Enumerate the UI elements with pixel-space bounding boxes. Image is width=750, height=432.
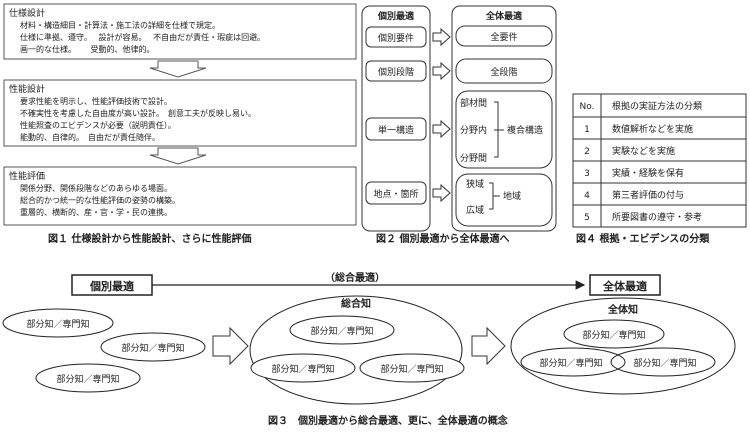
- left-item-label: 個別要件: [378, 32, 414, 44]
- area-label: 地域: [503, 190, 521, 202]
- left-item-label: 地点・箇所: [373, 188, 418, 200]
- struct-bracket: [494, 101, 504, 158]
- area-item-label: 狭域: [466, 178, 484, 190]
- right-item-box: [455, 25, 553, 47]
- figure-3-caption: 図３ 個別最適から総合最適、更に、全体最適の概念: [268, 414, 508, 427]
- struct-item-label: 分野間: [460, 153, 487, 164]
- total-knowledge-ellipse: [510, 297, 736, 395]
- total-knowledge-title: 全体知: [607, 303, 638, 316]
- perf-design-line-3: 性能照査のエビデンスが必要（説明責任）。: [20, 120, 176, 130]
- table-cell-method: 第三者評価の付与: [612, 189, 684, 201]
- left-item-label: 単一構造: [378, 124, 414, 136]
- partial-knowledge-ellipse: [289, 315, 395, 345]
- middle-label-bg: [322, 272, 388, 284]
- total-opt-label-box: [589, 274, 661, 296]
- perf-design-line-1: 要求性能を明示し、性能評価技術で設計。: [20, 96, 172, 106]
- partial-knowledge-label: 部分知／専門知: [380, 363, 443, 375]
- perf-eval-line-1: 関係分野、関係段階などのあらゆる場面。: [20, 183, 172, 193]
- table-cell-no: 1: [584, 125, 590, 135]
- integrated-knowledge-ellipse: [249, 295, 463, 405]
- area-bracket: [489, 182, 500, 210]
- figure-2: 個別最適 個別要件 個別段階 単一構造 地点・箇所 全体最適 全要件 全段階 部…: [361, 5, 557, 245]
- partial-knowledge-ellipse: [2, 308, 114, 338]
- figure-1-caption: 図１ 仕様設計から性能設計、さらに性能評価: [48, 232, 251, 245]
- figure-4: No. 根拠の実証方法の分類 1 数値解析などを実施 2 実験などを実施 3 実…: [572, 93, 747, 245]
- right-item-label: 全段階: [490, 66, 517, 78]
- right-item-label: 全要件: [490, 31, 517, 43]
- perf-design-line-2: 不確実性を考慮した自由度が高い設計。 創意工夫が反映し易い。: [20, 108, 256, 118]
- right-arrow-icon: [432, 61, 451, 81]
- left-item-label: 個別段階: [378, 66, 414, 78]
- spec-design-line-3: 画一的な仕様。 受動的、他律的。: [20, 44, 155, 54]
- table-cell-method: 実績・経験を保有: [612, 167, 684, 179]
- right-arrow-icon: [432, 27, 451, 47]
- partial-knowledge-label: 部分知／専門知: [56, 373, 119, 385]
- figure-1: 仕様設計 材料・構造細目・計算法・施工法の詳細を仕様で規定。 仕様に準拠、遵守。…: [3, 3, 357, 245]
- spec-design-box: [3, 3, 357, 60]
- perf-eval-line-3: 重層的、横断的、産・官・学・民の連携。: [20, 207, 172, 217]
- partial-knowledge-ellipse: [520, 347, 626, 377]
- total-opt-label: 全体最適: [602, 279, 647, 293]
- struct-item-label: 分野内: [460, 124, 487, 136]
- table-cell-no: 2: [584, 147, 590, 157]
- partial-knowledge-label: 部分知／専門知: [310, 325, 373, 337]
- right-item-box: [455, 58, 553, 84]
- partial-knowledge-label: 部分知／専門知: [582, 329, 645, 341]
- down-arrow-icon: [149, 147, 207, 165]
- table-header-no: No.: [580, 102, 595, 112]
- partial-knowledge-label: 部分知／専門知: [539, 357, 602, 369]
- partial-knowledge-ellipse: [610, 347, 716, 377]
- right-arrow-icon: [432, 183, 451, 203]
- table-cell-method: 所要図書の遵守・参考: [612, 211, 702, 223]
- partial-knowledge-ellipse: [563, 319, 665, 349]
- table-cell-method: 実験などを実施: [612, 145, 675, 157]
- total-opt-title: 全体最適: [485, 10, 522, 22]
- partial-knowledge-label: 部分知／専門知: [26, 318, 89, 330]
- figure-4-caption: 図４ 根拠・エビデンスの分類: [576, 232, 710, 245]
- area-item-label: 広域: [466, 204, 484, 216]
- down-arrow-icon: [149, 60, 207, 78]
- figure-2-caption: 図２ 個別最適から全体最適へ: [376, 232, 509, 245]
- spec-design-title: 仕様設計: [9, 7, 45, 19]
- left-item-box: [365, 26, 427, 48]
- partial-knowledge-ellipse: [359, 353, 465, 383]
- right-arrow-icon: [471, 326, 506, 366]
- individual-opt-label: 個別最適: [89, 279, 134, 293]
- struct-item-label: 部材間: [460, 97, 487, 109]
- partial-knowledge-label: 部分知／専門知: [271, 363, 334, 375]
- left-item-box: [365, 60, 427, 82]
- spec-design-line-1: 材料・構造細目・計算法・施工法の詳細を仕様で規定。: [20, 20, 220, 30]
- partial-knowledge-ellipse: [100, 332, 206, 362]
- partial-knowledge-label: 部分知／専門知: [633, 357, 696, 369]
- figure-3: 個別最適 （総合最適） 全体最適 部分知／専門知 部分知／専門知 部分知／専門知…: [2, 271, 736, 427]
- individual-opt-title: 個別最適: [377, 10, 414, 22]
- partial-knowledge-ellipse: [250, 353, 356, 383]
- table-cell-no: 3: [584, 169, 590, 179]
- left-item-box: [365, 181, 427, 205]
- perf-design-line-4: 能動的、自律的。 自由だが責任随伴。: [20, 132, 160, 142]
- table-cell-no: 5: [584, 213, 590, 223]
- perf-design-title: 性能設計: [9, 83, 45, 95]
- perf-eval-box: [3, 166, 357, 226]
- integrated-knowledge-title: 総合知: [341, 297, 371, 310]
- composite-structure-label: 複合構造: [507, 124, 543, 136]
- spec-design-line-2: 仕様に準拠、遵守。 設計が容易。 不自由だが責任・瑕疵は回避。: [20, 32, 265, 42]
- perf-eval-line-2: 総合的かつ統一的な性能評価の姿勢の構築。: [20, 195, 180, 205]
- right-arrow-icon: [212, 326, 249, 366]
- partial-knowledge-label: 部分知／専門知: [121, 342, 184, 354]
- overall-opt-label: （総合最適）: [325, 271, 385, 284]
- area-box: [455, 173, 553, 227]
- table-header-method: 根拠の実証方法の分類: [612, 100, 702, 112]
- table-cell-no: 4: [584, 191, 590, 201]
- right-arrow-icon: [432, 119, 451, 139]
- partial-knowledge-ellipse: [35, 363, 141, 393]
- left-item-box: [365, 117, 427, 141]
- perf-design-box: [3, 79, 357, 147]
- perf-eval-title: 性能評価: [9, 170, 45, 182]
- table-cell-method: 数値解析などを実施: [612, 123, 693, 135]
